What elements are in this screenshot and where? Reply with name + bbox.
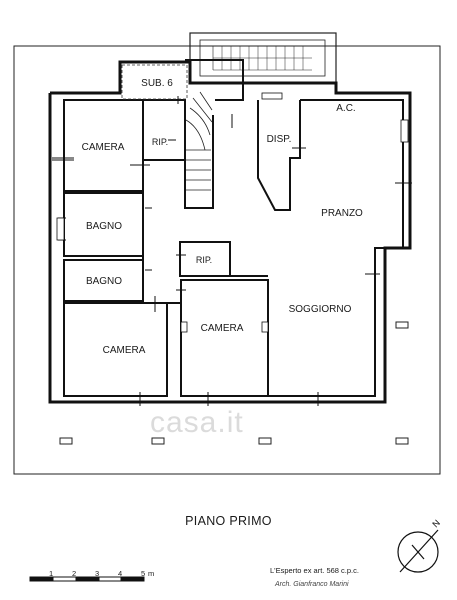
scale-tick-1: 1 [49, 569, 54, 578]
exterior-walls [48, 60, 412, 404]
scale-tick-2: 2 [72, 569, 77, 578]
internal-stair [185, 91, 213, 191]
window-marks [56, 92, 409, 333]
label-disp: DISP. [267, 134, 292, 145]
scale-tick-4: 4 [118, 569, 123, 578]
scale-unit: m [148, 569, 155, 578]
label-bagno-2: BAGNO [86, 276, 122, 287]
scale-bar [29, 576, 145, 582]
interior-walls [63, 59, 404, 397]
scale-tick-5: 5 [141, 569, 146, 578]
credit-line-2: Arch. Gianfranco Marini [275, 581, 349, 588]
north-arrow-icon [397, 529, 439, 573]
label-ac: A.C. [336, 103, 355, 114]
label-sub6: SUB. 6 [141, 78, 173, 89]
label-camera-center: CAMERA [201, 323, 244, 334]
label-camera-bottom-left: CAMERA [103, 345, 146, 356]
terrace-markers [59, 321, 409, 445]
watermark: casa.it [150, 406, 244, 439]
stairwell [189, 32, 337, 84]
sub6-outline [121, 64, 188, 100]
label-soggiorno: SOGGIORNO [289, 304, 352, 315]
north-label: N [430, 518, 442, 530]
plan-title: PIANO PRIMO [185, 514, 272, 528]
label-bagno-1: BAGNO [86, 221, 122, 232]
credit-line-1: L'Esperto ex art. 568 c.p.c. [270, 566, 359, 575]
scale-tick-3: 3 [95, 569, 100, 578]
label-rip-center: RIP. [196, 255, 212, 265]
label-camera-top: CAMERA [82, 142, 125, 153]
label-rip-top: RIP. [152, 137, 168, 147]
label-pranzo: PRANZO [321, 208, 363, 219]
